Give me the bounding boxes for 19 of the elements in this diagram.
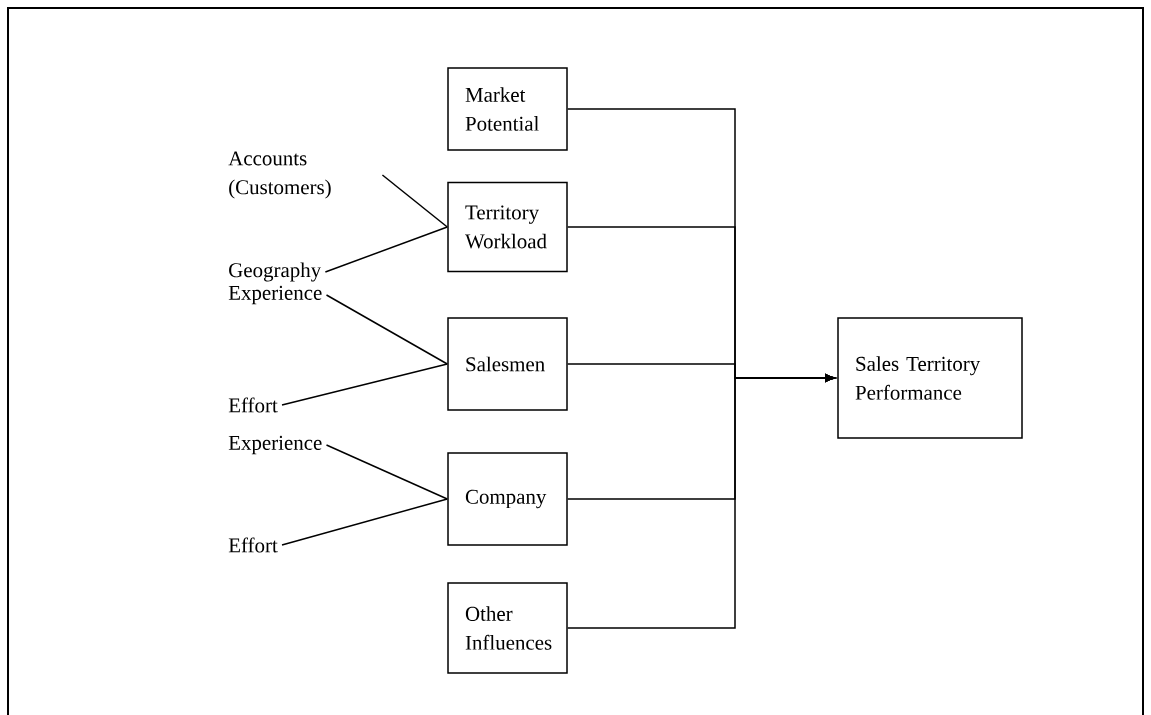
process-box: Territory Workload	[447, 181, 568, 273]
factor-label: Experience	[228, 435, 322, 455]
process-box: Company	[447, 452, 568, 546]
factor-label: Experience	[228, 285, 322, 305]
process-box: Market Potential	[447, 67, 568, 151]
connector-arrow	[567, 374, 835, 629]
connector-line	[325, 444, 448, 500]
factor-label: Geography	[229, 262, 322, 282]
connector-line	[325, 294, 448, 365]
process-box: Other Influences	[447, 582, 568, 674]
connector-line	[324, 226, 448, 273]
connector-line	[381, 174, 448, 228]
connector-line	[281, 498, 448, 546]
factor-label: Effort	[228, 537, 278, 553]
connector-line	[281, 363, 448, 406]
factor-label: Accounts (Customers)	[228, 151, 331, 199]
process-box: Salesmen	[447, 317, 568, 411]
factor-label: Effort	[228, 397, 278, 413]
process-box: Sales Territory Performance	[837, 317, 1023, 439]
